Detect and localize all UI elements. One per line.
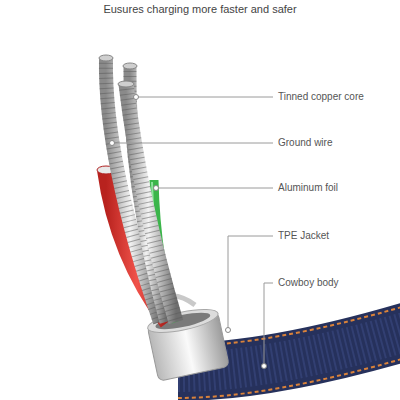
leader-dot <box>226 328 231 333</box>
leader-dot <box>134 95 139 100</box>
heading: Eusures charging more faster and safer <box>102 2 297 16</box>
leader-dots <box>110 95 267 369</box>
leader-line <box>264 283 273 366</box>
leader-dot <box>262 364 267 369</box>
leader-dot <box>110 141 115 146</box>
leader-line <box>136 97 273 98</box>
leader-line <box>156 188 273 189</box>
part-label: TPE Jacket <box>277 229 330 243</box>
leader-line <box>112 143 273 144</box>
part-label: Tinned copper core <box>277 90 365 104</box>
part-label: Cowboy body <box>277 276 340 290</box>
part-label: Ground wire <box>277 136 333 150</box>
leader-lines <box>112 97 273 366</box>
part-label: Aluminum foil <box>277 181 339 195</box>
leader-dot <box>154 186 159 191</box>
